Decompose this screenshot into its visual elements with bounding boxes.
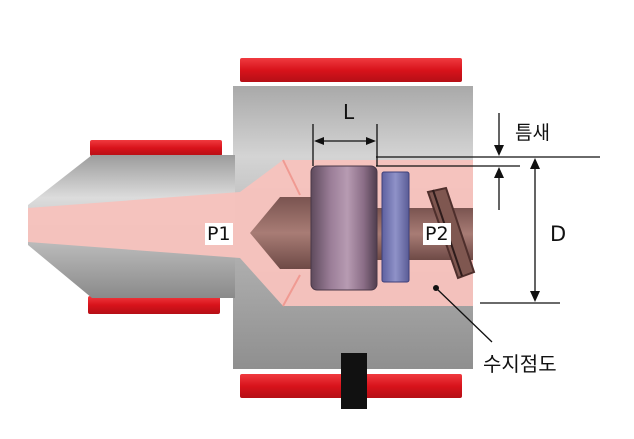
- label-pressure-front: P1: [205, 223, 233, 245]
- dim-D-arrow-top: [530, 158, 540, 169]
- label-diameter: D: [550, 222, 567, 246]
- check-ring: [310, 165, 378, 291]
- heater-band-top-left: [90, 140, 222, 156]
- resin-channel-edge-lower: [282, 274, 301, 307]
- check-ring-seat: [381, 171, 410, 283]
- dim-L-arrow-left: [314, 137, 324, 145]
- label-gap: 틈새: [515, 122, 550, 144]
- dim-D-arrow-bottom: [530, 291, 540, 302]
- heater-band-bottom-left: [88, 296, 220, 314]
- label-resin-viscosity: 수지점도: [483, 352, 557, 376]
- dim-gap-arrow-bottom: [494, 167, 504, 178]
- barrel-key: [341, 353, 367, 409]
- label-pressure-back: P2: [423, 223, 451, 245]
- dim-gap-arrow-top: [494, 145, 504, 156]
- heater-band-top-right: [240, 58, 462, 82]
- label-length: L: [343, 100, 355, 124]
- resin-channel-edge: [282, 159, 301, 196]
- viscosity-leader: [436, 288, 493, 343]
- screw-tip: [250, 197, 315, 269]
- dim-L-arrow-right: [366, 137, 376, 145]
